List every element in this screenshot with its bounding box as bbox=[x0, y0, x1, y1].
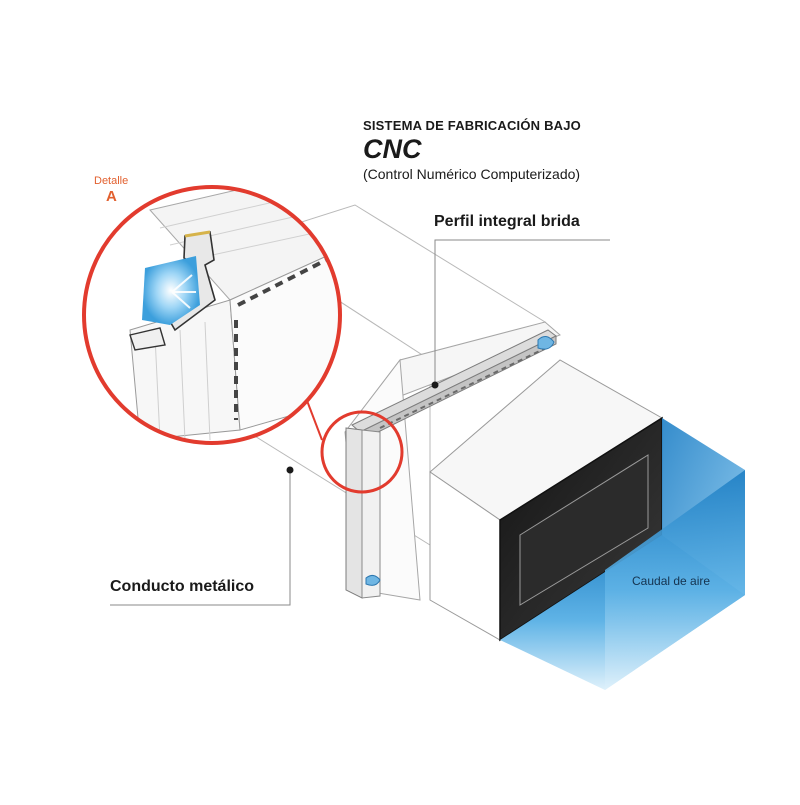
perfil-pointer-dot bbox=[431, 381, 439, 389]
flange-profile bbox=[351, 329, 557, 441]
detail-a-circle bbox=[82, 185, 342, 445]
detail-title: Detalle bbox=[94, 175, 129, 187]
detail-a-zoom bbox=[82, 185, 342, 445]
leader-lines bbox=[110, 239, 610, 606]
front-duct-section bbox=[429, 359, 663, 642]
air-flow-volume bbox=[500, 418, 745, 690]
label-caudal-de-aire: Caudal de aire bbox=[632, 574, 711, 588]
detail-marker-circle bbox=[320, 410, 404, 494]
header-subtitle: (Control Numérico Computerizado) bbox=[363, 166, 581, 182]
header-title-cnc: CNC bbox=[363, 134, 422, 164]
vertical-flange bbox=[345, 427, 381, 599]
detail-connector-line bbox=[305, 397, 323, 441]
detail-letter: A bbox=[106, 188, 117, 205]
label-perfil-integral-brida: Perfil integral brida bbox=[434, 213, 580, 230]
conducto-leader-line bbox=[110, 470, 291, 606]
air-flow-front bbox=[605, 470, 745, 690]
corner-bracket-icon bbox=[537, 336, 555, 350]
lower-corner-icon bbox=[365, 574, 381, 586]
header-title-line1: SISTEMA DE FABRICACIÓN BAJO bbox=[363, 118, 581, 133]
perfil-leader-line bbox=[434, 239, 610, 385]
duct-interior-depth bbox=[519, 454, 649, 606]
conducto-pointer-dot bbox=[286, 466, 294, 474]
label-conducto-metalico: Conducto metálico bbox=[110, 578, 255, 595]
sealant-blue-icon bbox=[142, 256, 200, 325]
